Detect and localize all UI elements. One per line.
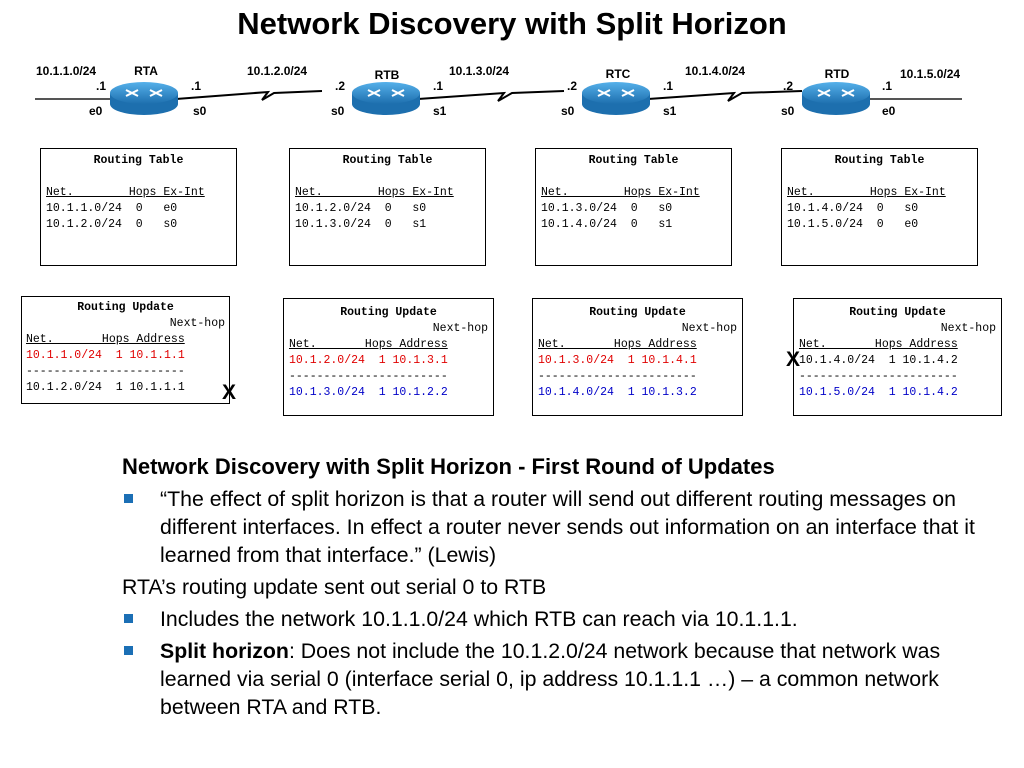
- network-label: 10.1.3.0/24: [449, 64, 510, 78]
- router-rtd-icon: [802, 82, 870, 115]
- routing-update-row-suppressed: 10.1.2.0/24 1 10.1.1.1: [26, 381, 185, 394]
- network-label: 10.1.5.0/24: [900, 67, 961, 81]
- routing-table-row: 10.1.1.0/24 0 e0: [46, 202, 178, 215]
- interface-name: s0: [193, 104, 207, 118]
- routing-table-header: Net. Hops Ex-Int: [295, 186, 454, 199]
- interface-ip: .1: [433, 79, 444, 93]
- bullet-square-icon: [124, 646, 133, 655]
- bullet-item: “The effect of split horizon is that a r…: [122, 485, 1002, 569]
- bullet-item: Includes the network 10.1.1.0/24 which R…: [122, 605, 1002, 633]
- next-hop-label: Next-hop: [681, 322, 737, 335]
- routing-table-rtb: Routing Table Net. Hops Ex-Int 10.1.2.0/…: [289, 148, 486, 266]
- routing-table-rta: Routing Table Net. Hops Ex-Int 10.1.1.0/…: [40, 148, 237, 266]
- separator: -----------------------: [26, 365, 185, 378]
- routing-update-row-sent: 10.1.3.0/24 1 10.1.4.1: [538, 354, 697, 367]
- routing-table-row: 10.1.2.0/24 0 s0: [46, 218, 178, 231]
- routing-update-row-sent: 10.1.1.0/24 1 10.1.1.1: [26, 349, 185, 362]
- network-label: 10.1.1.0/24: [36, 64, 97, 78]
- routing-table-title: Routing Table: [342, 154, 433, 167]
- routing-table-row: 10.1.3.0/24 0 s1: [295, 218, 427, 231]
- routing-update-title: Routing Update: [849, 306, 946, 319]
- blocked-update-mark: X: [222, 381, 237, 404]
- interface-ip: .1: [191, 79, 202, 93]
- interface-name: s0: [781, 104, 795, 118]
- section-heading: Network Discovery with Split Horizon - F…: [122, 454, 775, 479]
- interface-ip: .2: [783, 79, 794, 93]
- next-hop-label: Next-hop: [432, 322, 488, 335]
- interface-name: e0: [89, 104, 103, 118]
- routing-update-title: Routing Update: [340, 306, 437, 319]
- routing-table-header: Net. Hops Ex-Int: [46, 186, 205, 199]
- routing-table-title: Routing Table: [834, 154, 925, 167]
- router-rta-icon: [110, 82, 178, 115]
- plain-line: RTA’s routing update sent out serial 0 t…: [122, 575, 547, 599]
- separator: -----------------------: [538, 370, 697, 383]
- routing-update-row-suppressed: 10.1.4.0/24 1 10.1.4.2: [799, 354, 958, 367]
- routing-update-row-sent: 10.1.5.0/24 1 10.1.4.2: [799, 386, 958, 399]
- topology-diagram: [35, 82, 962, 115]
- next-hop-label: Next-hop: [940, 322, 996, 335]
- interface-ip: .1: [96, 79, 107, 93]
- routing-update-header: Net. Hops Address: [538, 338, 697, 351]
- router-name: RTB: [374, 68, 400, 82]
- routing-table-row: 10.1.4.0/24 0 s1: [541, 218, 673, 231]
- routing-table-title: Routing Table: [588, 154, 679, 167]
- routing-table-row: 10.1.4.0/24 0 s0: [787, 202, 919, 215]
- routing-table-row: 10.1.3.0/24 0 s0: [541, 202, 673, 215]
- explanation-text: Network Discovery with Split Horizon - F…: [122, 453, 1002, 721]
- interface-ip: .1: [882, 79, 893, 93]
- router-rtb-icon: [352, 82, 420, 115]
- routing-update-rtd: Routing Update Next-hop Net. Hops Addres…: [793, 298, 1002, 416]
- routing-update-row-sent: 10.1.3.0/24 1 10.1.2.2: [289, 386, 448, 399]
- routing-update-row-sent: 10.1.4.0/24 1 10.1.3.2: [538, 386, 697, 399]
- routing-table-title: Routing Table: [93, 154, 184, 167]
- next-hop-label: Next-hop: [169, 317, 225, 330]
- network-label: 10.1.2.0/24: [247, 64, 308, 78]
- bullet-text: Includes the network 10.1.1.0/24 which R…: [160, 607, 798, 631]
- interface-ip: .2: [567, 79, 578, 93]
- interface-name: s1: [663, 104, 677, 118]
- network-label: 10.1.4.0/24: [685, 64, 746, 78]
- routing-update-rtc: Routing Update Next-hop Net. Hops Addres…: [532, 298, 743, 416]
- interface-name: s0: [561, 104, 575, 118]
- routing-update-header: Net. Hops Address: [799, 338, 958, 351]
- interface-ip: .2: [335, 79, 346, 93]
- bullet-text: : Does not include the 10.1.2.0/24 netwo…: [160, 639, 941, 719]
- routing-table-rtc: Routing Table Net. Hops Ex-Int 10.1.3.0/…: [535, 148, 732, 266]
- router-name: RTC: [605, 67, 631, 81]
- routing-table-row: 10.1.2.0/24 0 s0: [295, 202, 427, 215]
- routing-update-title: Routing Update: [77, 301, 174, 314]
- routing-table-header: Net. Hops Ex-Int: [541, 186, 700, 199]
- routing-update-row-sent: 10.1.2.0/24 1 10.1.3.1: [289, 354, 448, 367]
- separator: -----------------------: [289, 370, 448, 383]
- serial-link-bc: [417, 90, 565, 102]
- routing-update-rtb: Routing Update Next-hop Net. Hops Addres…: [283, 298, 494, 416]
- bullet-text: “The effect of split horizon is that a r…: [160, 487, 975, 567]
- routing-update-rta: Routing Update Next-hop Net. Hops Addres…: [21, 296, 230, 404]
- routing-table-row: 10.1.5.0/24 0 e0: [787, 218, 919, 231]
- serial-link-ab: [175, 90, 323, 101]
- interface-ip: .1: [663, 79, 674, 93]
- slide-title: Network Discovery with Split Horizon: [237, 6, 787, 41]
- serial-link-cd: [647, 90, 803, 102]
- bullet-square-icon: [124, 494, 133, 503]
- routing-update-title: Routing Update: [589, 306, 686, 319]
- blocked-update-mark: X: [786, 348, 801, 371]
- routing-table-header: Net. Hops Ex-Int: [787, 186, 946, 199]
- router-name: RTD: [824, 67, 850, 81]
- interface-name: s0: [331, 104, 345, 118]
- separator: -----------------------: [799, 370, 958, 383]
- interface-name: s1: [433, 104, 447, 118]
- router-name: RTA: [134, 64, 158, 78]
- routing-update-header: Net. Hops Address: [26, 333, 185, 346]
- routing-table-rtd: Routing Table Net. Hops Ex-Int 10.1.4.0/…: [781, 148, 978, 266]
- bullet-item: Split horizon: Does not include the 10.1…: [122, 637, 1002, 721]
- router-rtc-icon: [582, 82, 650, 115]
- bullet-square-icon: [124, 614, 133, 623]
- interface-name: e0: [882, 104, 896, 118]
- bullet-bold-term: Split horizon: [160, 639, 289, 663]
- routing-update-header: Net. Hops Address: [289, 338, 448, 351]
